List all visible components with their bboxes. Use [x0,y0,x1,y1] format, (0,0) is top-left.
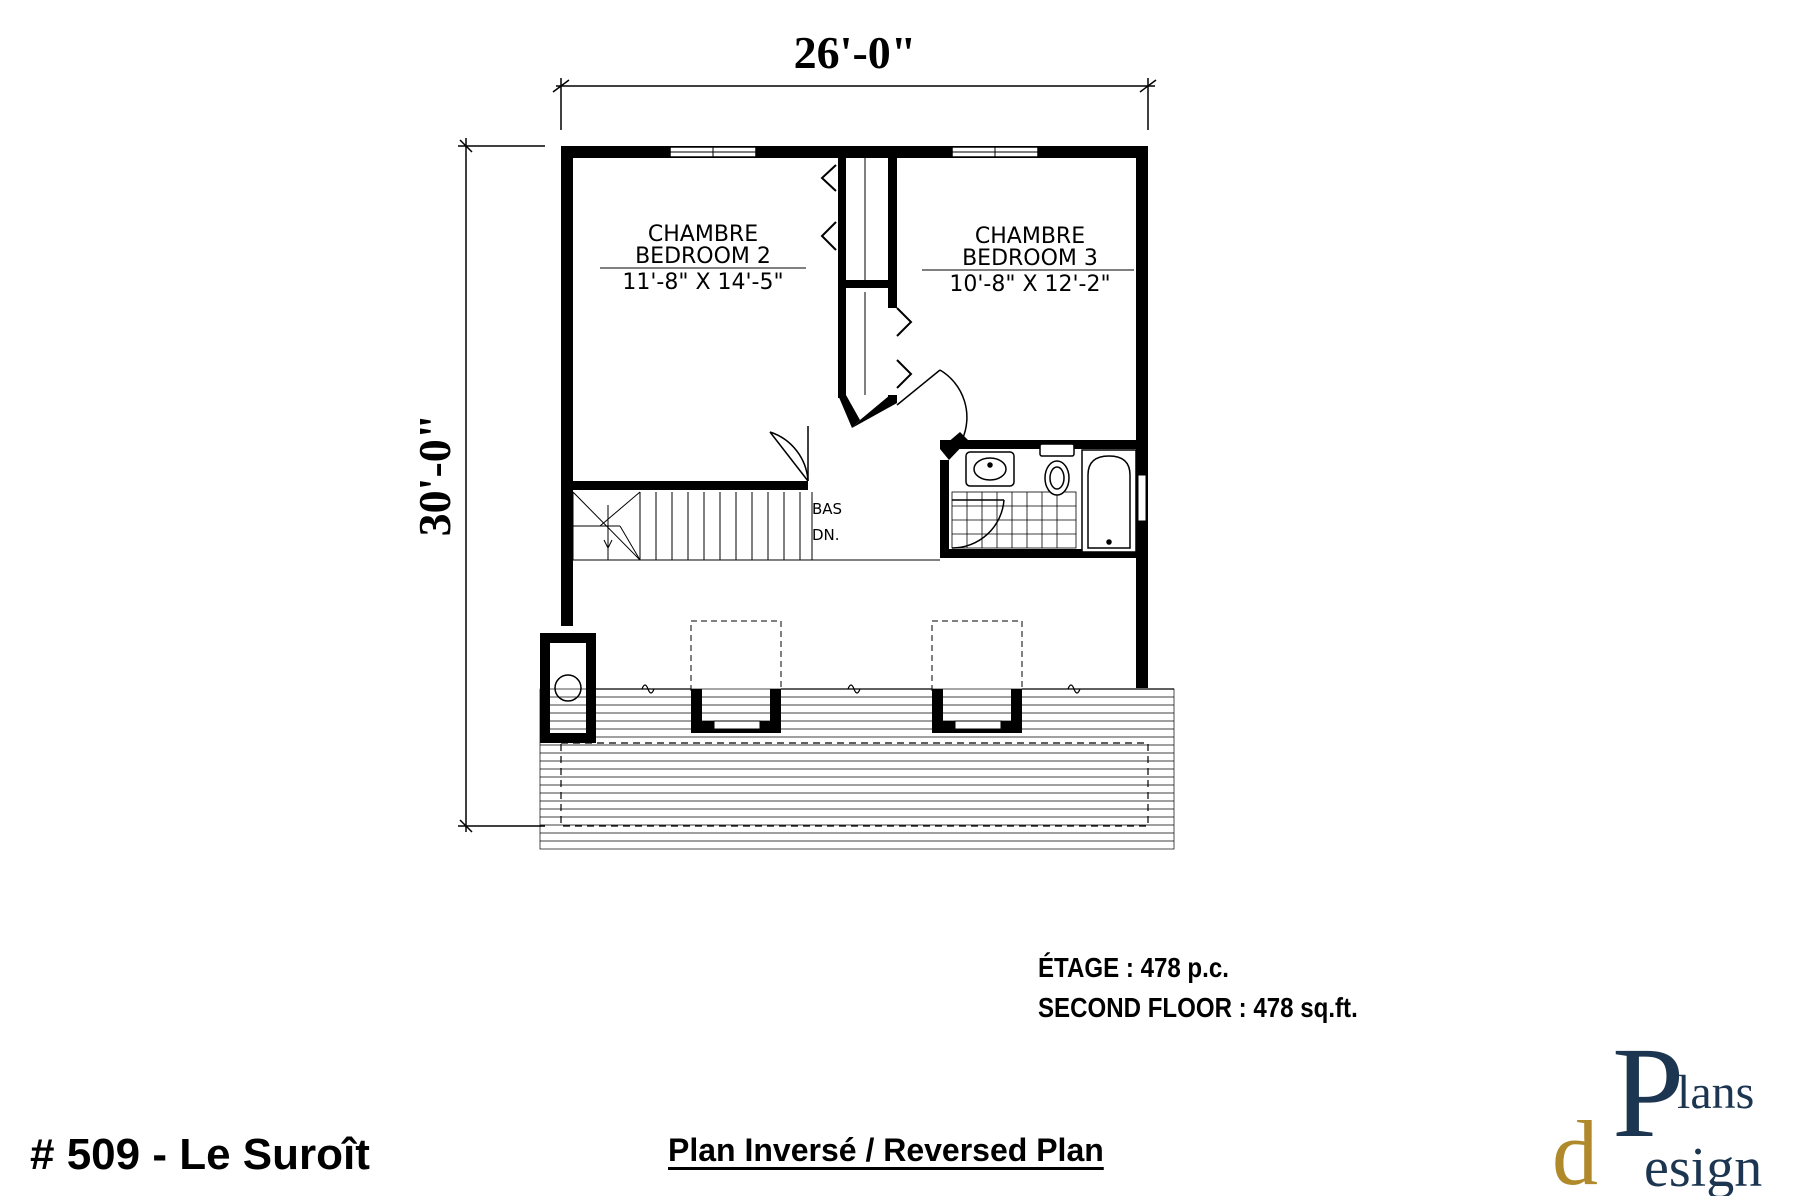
bedroom-2-name-en: BEDROOM 2 [635,244,771,269]
bathroom-door [951,499,1005,549]
bedroom3-door [896,369,968,441]
depth-label: 30'-0" [409,414,460,537]
svg-text:d: d [1552,1102,1598,1196]
hall-angled-wall [838,395,860,428]
bathtub-icon [1081,449,1137,553]
depth-dimension [458,138,545,833]
stair-arrow-icon [603,539,613,549]
floor-area: ÉTAGE : 478 p.c. SECOND FLOOR : 478 sq.f… [1038,948,1410,1028]
svg-text:P: P [1612,1036,1684,1165]
reversed-plan-note: Plan Inversé / Reversed Plan [668,1132,1104,1168]
width-dimension [552,78,1157,130]
toilet-icon [1039,443,1075,496]
stairs-label-en: DN. [812,526,840,544]
closet-doors [820,164,913,389]
stairs-label-fr: BAS [812,500,842,518]
dormer-left [690,620,782,733]
interior-walls [567,156,1136,558]
chimney [540,633,596,743]
staircase [572,491,940,561]
hall-angled-wall-2 [852,395,897,428]
bedroom-2-label: CHAMBRE BEDROOM 2 11'-8" X 14'-5" [600,222,806,295]
bedroom-3-name-fr: CHAMBRE [975,224,1085,249]
sink-icon [965,451,1015,487]
bedroom-3-name-en: BEDROOM 3 [962,246,1098,271]
svg-text:lans: lans [1677,1066,1754,1119]
bathroom-window [1137,474,1147,522]
plans-design-logo: P lans d esign [1552,1036,1762,1196]
bath-angled-wall [940,432,968,460]
bedroom2-door [769,426,809,482]
roof-lines [539,688,1175,850]
top-window-right [951,146,1039,158]
bathroom-tiles [951,491,1077,549]
dormer-right [931,620,1023,733]
svg-text:esign: esign [1644,1137,1762,1196]
floor-area-en: SECOND FLOOR : 478 sq.ft. [1038,992,1358,1023]
bedroom-3-size: 10'-8" X 12'-2" [949,272,1110,297]
top-window-left [669,146,757,158]
width-label: 26'-0" [794,27,917,78]
floor-area-fr: ÉTAGE : 478 p.c. [1038,952,1229,983]
bedroom-2-size: 11'-8" X 14'-5" [622,270,783,295]
bedroom-2-name-fr: CHAMBRE [648,222,758,247]
bedroom-3-label: CHAMBRE BEDROOM 3 10'-8" X 12'-2" [922,224,1134,297]
plan-title: # 509 - Le Suroît [30,1130,370,1179]
exterior-wall-below [560,742,1149,827]
